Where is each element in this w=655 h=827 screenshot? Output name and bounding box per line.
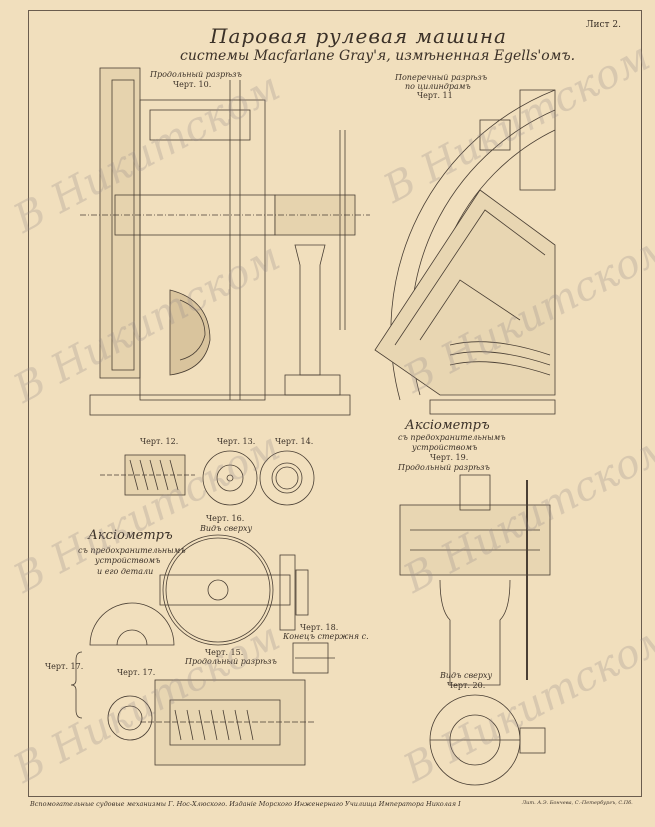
plate-subtitle: системы Macfarlane Gray'я, измѣненная Eg… [180,48,576,64]
drawing-fig15 [140,679,315,766]
drawing-fig12 [100,454,195,496]
fig13-number: Черт. 13. [217,437,256,446]
drawing-fig19 [399,474,551,686]
fig20-number: Черт. 20. [447,681,486,690]
fig20-title: Видъ сверху [440,671,493,680]
drawing-fig10 [80,67,370,416]
fig15-title: Продольный разрѣзъ [185,657,277,666]
drawing-fig14 [259,450,315,506]
axiometer-left-line2: устройствомъ [95,556,161,565]
drawing-fig16 [159,534,309,646]
drawing-fig17 [70,602,175,741]
fig19-title: Продольный разрѣзъ [398,463,490,472]
footer-publisher: Вспомогательные судовые механизмы Г. Нос… [30,800,461,808]
fig16-title: Видъ сверху [200,524,253,533]
fig18-title: Конецъ стержня с. [283,632,369,641]
fig17-number: Черт. 17. [117,668,156,677]
plate-title: Паровая рулевая машина [210,24,507,48]
fig15-number: Черт. 15. [205,648,244,657]
fig10-number: Черт. 10. [173,80,212,89]
footer-printer: Лит. А.Э. Бончева, С.-Петербургъ, С.Пб. [522,800,633,806]
fig19-number: Черт. 19. [430,453,469,462]
plate-border [28,10,642,797]
drawing-fig20 [429,694,546,786]
axiometer-right-line2: устройствомъ [412,443,478,452]
fig11-title: Поперечный разрѣзъ [395,73,488,82]
fig17-group-label: Черт. 17. [45,662,84,671]
axiometer-right-line1: съ предохранительнымъ [398,433,506,442]
axiometer-left-title: Аксіометръ [88,528,173,543]
fig12-number: Черт. 12. [140,437,179,446]
fig11-number: Черт. 11 [417,91,453,100]
sheet-number: Лист 2. [586,20,621,30]
drawing-fig13 [202,450,258,506]
axiometer-left-line3: и его детали [97,567,154,576]
fig10-title: Продольный разрѣзъ [150,70,242,79]
fig18-number: Черт. 18. [300,623,339,632]
drawing-fig18 [292,642,335,674]
axiometer-left-line1: съ предохранительнымъ [78,546,186,555]
axiometer-right-title: Аксіометръ [405,418,490,433]
fig14-number: Черт. 14. [275,437,314,446]
fig16-number: Черт. 16. [206,514,245,523]
fig11-subtitle: по цилиндрамъ [405,82,471,91]
drawing-fig11 [374,89,556,415]
